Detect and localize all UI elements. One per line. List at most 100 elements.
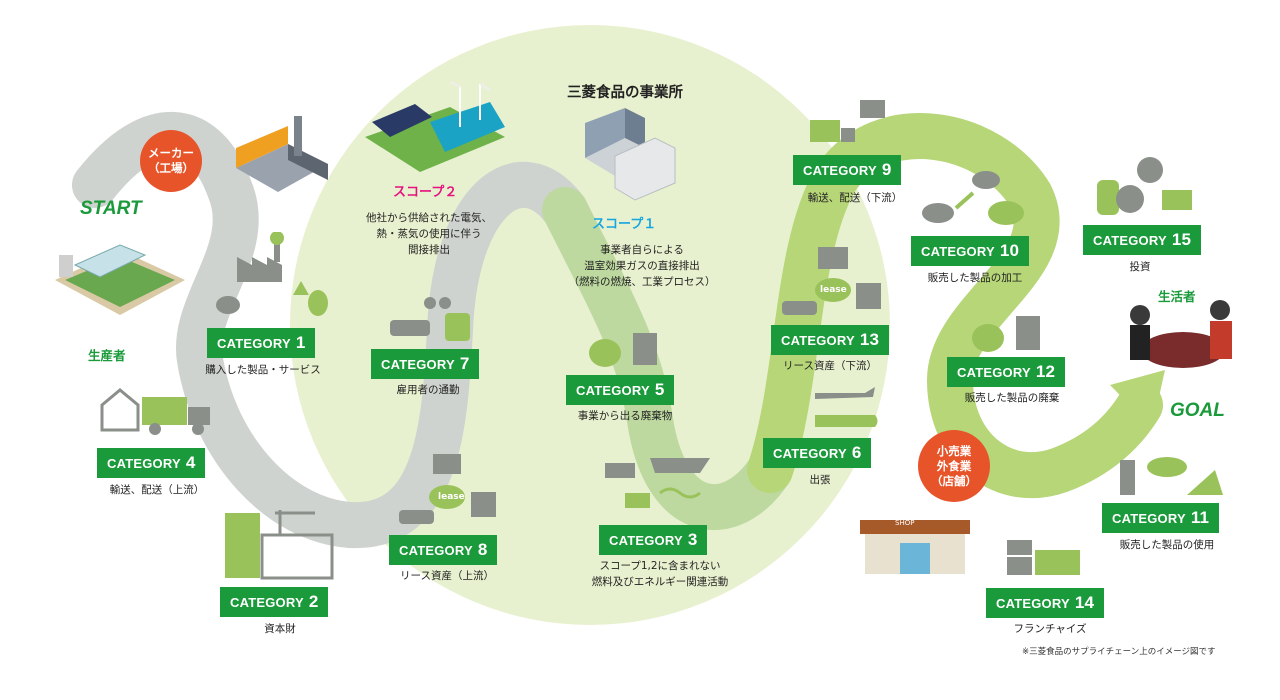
- category-1-desc: 購入した製品・サービス: [178, 362, 348, 378]
- category-number: 4: [185, 453, 196, 472]
- maker-circle: メーカー （工場）: [140, 130, 202, 192]
- category-12-desc: 販売した製品の廃棄: [942, 390, 1082, 406]
- maker-circle-line2: （工場）: [148, 161, 194, 175]
- office-path: [542, 187, 793, 530]
- category-desc-line: 販売した製品の使用: [1119, 539, 1215, 551]
- goal-arrow-head: [1110, 370, 1165, 428]
- plane-train-icon: [815, 387, 878, 427]
- scope2-desc: 他社から供給された電気、 熱・蒸気の使用に伴う 間接排出: [344, 210, 514, 258]
- category-number: 7: [459, 354, 470, 373]
- shop-sign-text: SHOP: [895, 519, 915, 527]
- farm-icon: [55, 244, 185, 315]
- category-word: CATEGORY: [773, 446, 847, 461]
- scope1-title: スコープ１: [592, 217, 657, 232]
- downstream-path: [747, 113, 1163, 499]
- delivery-trucks-icon: [810, 100, 885, 142]
- category-desc-line: 投資: [1129, 261, 1151, 273]
- building-crane-icon: [225, 510, 334, 580]
- lease-upstream-icon: [399, 454, 496, 524]
- category-word: CATEGORY: [107, 456, 181, 471]
- scope2-line: 熱・蒸気の使用に伴う: [376, 228, 482, 240]
- category-11-desc: 販売した製品の使用: [1097, 537, 1237, 553]
- category-desc-line: 出張: [809, 474, 831, 486]
- warehouse-truck-icon: [100, 388, 210, 435]
- category-desc-line: 販売した製品の加工: [927, 272, 1023, 284]
- category-desc-line: 燃料及びエネルギー関連活動: [591, 576, 729, 588]
- category-number: 12: [1035, 362, 1056, 381]
- category-word: CATEGORY: [399, 543, 473, 558]
- category-desc-line: 資本財: [264, 623, 296, 635]
- category-13-desc: リース資産（下流）: [770, 358, 890, 374]
- diners-icon: [1130, 300, 1232, 368]
- scope2-line: 間接排出: [408, 244, 450, 256]
- lease-downstream-icon: [782, 247, 881, 315]
- category-desc-line: スコープ1,2に含まれない: [599, 560, 721, 572]
- commute-icon: [390, 297, 470, 341]
- category-number: 6: [851, 443, 862, 462]
- upstream-path: [72, 112, 588, 549]
- category-9-badge: CATEGORY 9: [793, 155, 902, 185]
- solar-wind-icon: [365, 82, 505, 172]
- category-desc-line: 雇用者の通勤: [396, 384, 460, 396]
- scope1-line: 事業者自らによる: [600, 244, 684, 256]
- footnote: ※三菱食品のサプライチェーン上のイメージ図です: [1022, 647, 1216, 657]
- investment-coins-icon: [1097, 157, 1192, 215]
- scope1-desc: 事業者自らによる 温室効果ガスの直接排出 （燃料の燃焼、工業プロセス）: [552, 242, 732, 290]
- category-desc-line: リース資産（下流）: [783, 360, 877, 372]
- category-7-desc: 雇用者の通勤: [378, 382, 478, 398]
- category-number: 13: [859, 330, 880, 349]
- retail-circle-line1: 小売業: [936, 443, 972, 458]
- category-word: CATEGORY: [381, 357, 455, 372]
- category-10-badge: CATEGORY 10: [911, 236, 1030, 266]
- retail-circle-line2: 外食業: [936, 458, 972, 473]
- category-desc-line: 事業から出る廃棄物: [577, 410, 673, 422]
- consumer-label: 生活者: [1158, 289, 1196, 304]
- category-desc-line: 輸送、配送（上流）: [109, 484, 205, 496]
- category-word: CATEGORY: [803, 163, 877, 178]
- scope2-title: スコープ２: [393, 185, 458, 200]
- category-number: 3: [687, 530, 698, 549]
- category-number: 10: [999, 241, 1020, 260]
- retail-circle: 小売業 外食業 （店舗）: [918, 430, 990, 502]
- category-word: CATEGORY: [921, 244, 995, 259]
- category-6-badge: CATEGORY 6: [763, 438, 872, 468]
- franchise-store-icon: [1007, 540, 1080, 575]
- category-number: 11: [1190, 508, 1210, 527]
- shop-icon: [860, 520, 970, 574]
- office-building-icon: [585, 108, 676, 201]
- goal-label: GOAL: [1170, 400, 1225, 421]
- office-title: 三菱食品の事業所: [567, 85, 683, 101]
- category-9-desc: 輸送、配送（下流）: [790, 190, 920, 206]
- category-desc-line: フランチャイズ: [1013, 623, 1087, 635]
- producer-label: 生産者: [88, 348, 126, 363]
- category-word: CATEGORY: [957, 365, 1031, 380]
- category-number: 8: [477, 540, 488, 559]
- start-label: START: [80, 198, 142, 219]
- category-3-desc: スコープ1,2に含まれない燃料及びエネルギー関連活動: [570, 558, 750, 590]
- category-word: CATEGORY: [1093, 233, 1167, 248]
- produce-icons: [216, 281, 328, 316]
- retail-circle-line3: （店舗）: [931, 473, 977, 488]
- category-desc-line: リース資産（上流）: [400, 570, 494, 582]
- category-number: 14: [1074, 593, 1095, 612]
- category-word: CATEGORY: [576, 383, 650, 398]
- category-5-desc: 事業から出る廃棄物: [560, 408, 690, 424]
- category-4-desc: 輸送、配送（上流）: [87, 482, 227, 498]
- category-11-badge: CATEGORY 11: [1102, 503, 1220, 533]
- category-word: CATEGORY: [1112, 511, 1186, 526]
- category-8-desc: リース資産（上流）: [387, 568, 507, 584]
- product-use-icon: [1120, 457, 1223, 495]
- waste-bags-icon: [589, 333, 657, 367]
- lease-downstream-text: lease: [820, 285, 847, 295]
- category-15-desc: 投資: [1120, 259, 1160, 275]
- category-10-desc: 販売した製品の加工: [905, 270, 1045, 286]
- category-desc-line: 販売した製品の廃棄: [964, 392, 1060, 404]
- category-number: 9: [881, 160, 892, 179]
- category-desc-line: 輸送、配送（下流）: [807, 192, 903, 204]
- category-word: CATEGORY: [217, 336, 291, 351]
